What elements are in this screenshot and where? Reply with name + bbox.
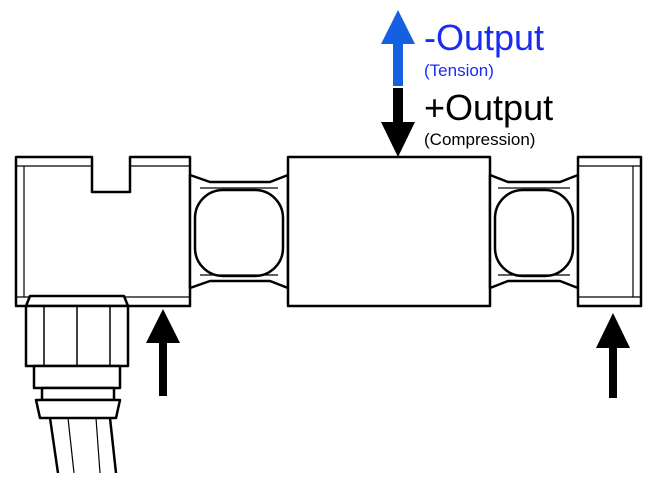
right-end-block — [576, 155, 643, 308]
compression-arrow-icon — [381, 88, 415, 157]
compression-label: (Compression) — [424, 130, 536, 149]
tension-label: (Tension) — [424, 61, 494, 80]
cable — [48, 417, 118, 474]
left-end-block — [14, 155, 192, 308]
right-support-arrow-icon — [596, 313, 630, 398]
left-support-arrow-icon — [146, 309, 180, 396]
cable-gland — [24, 294, 130, 420]
negative-output-label: -Output — [424, 17, 545, 58]
center-block — [286, 155, 492, 308]
tension-arrow-icon — [381, 10, 415, 86]
positive-output-label: +Output — [424, 87, 554, 128]
